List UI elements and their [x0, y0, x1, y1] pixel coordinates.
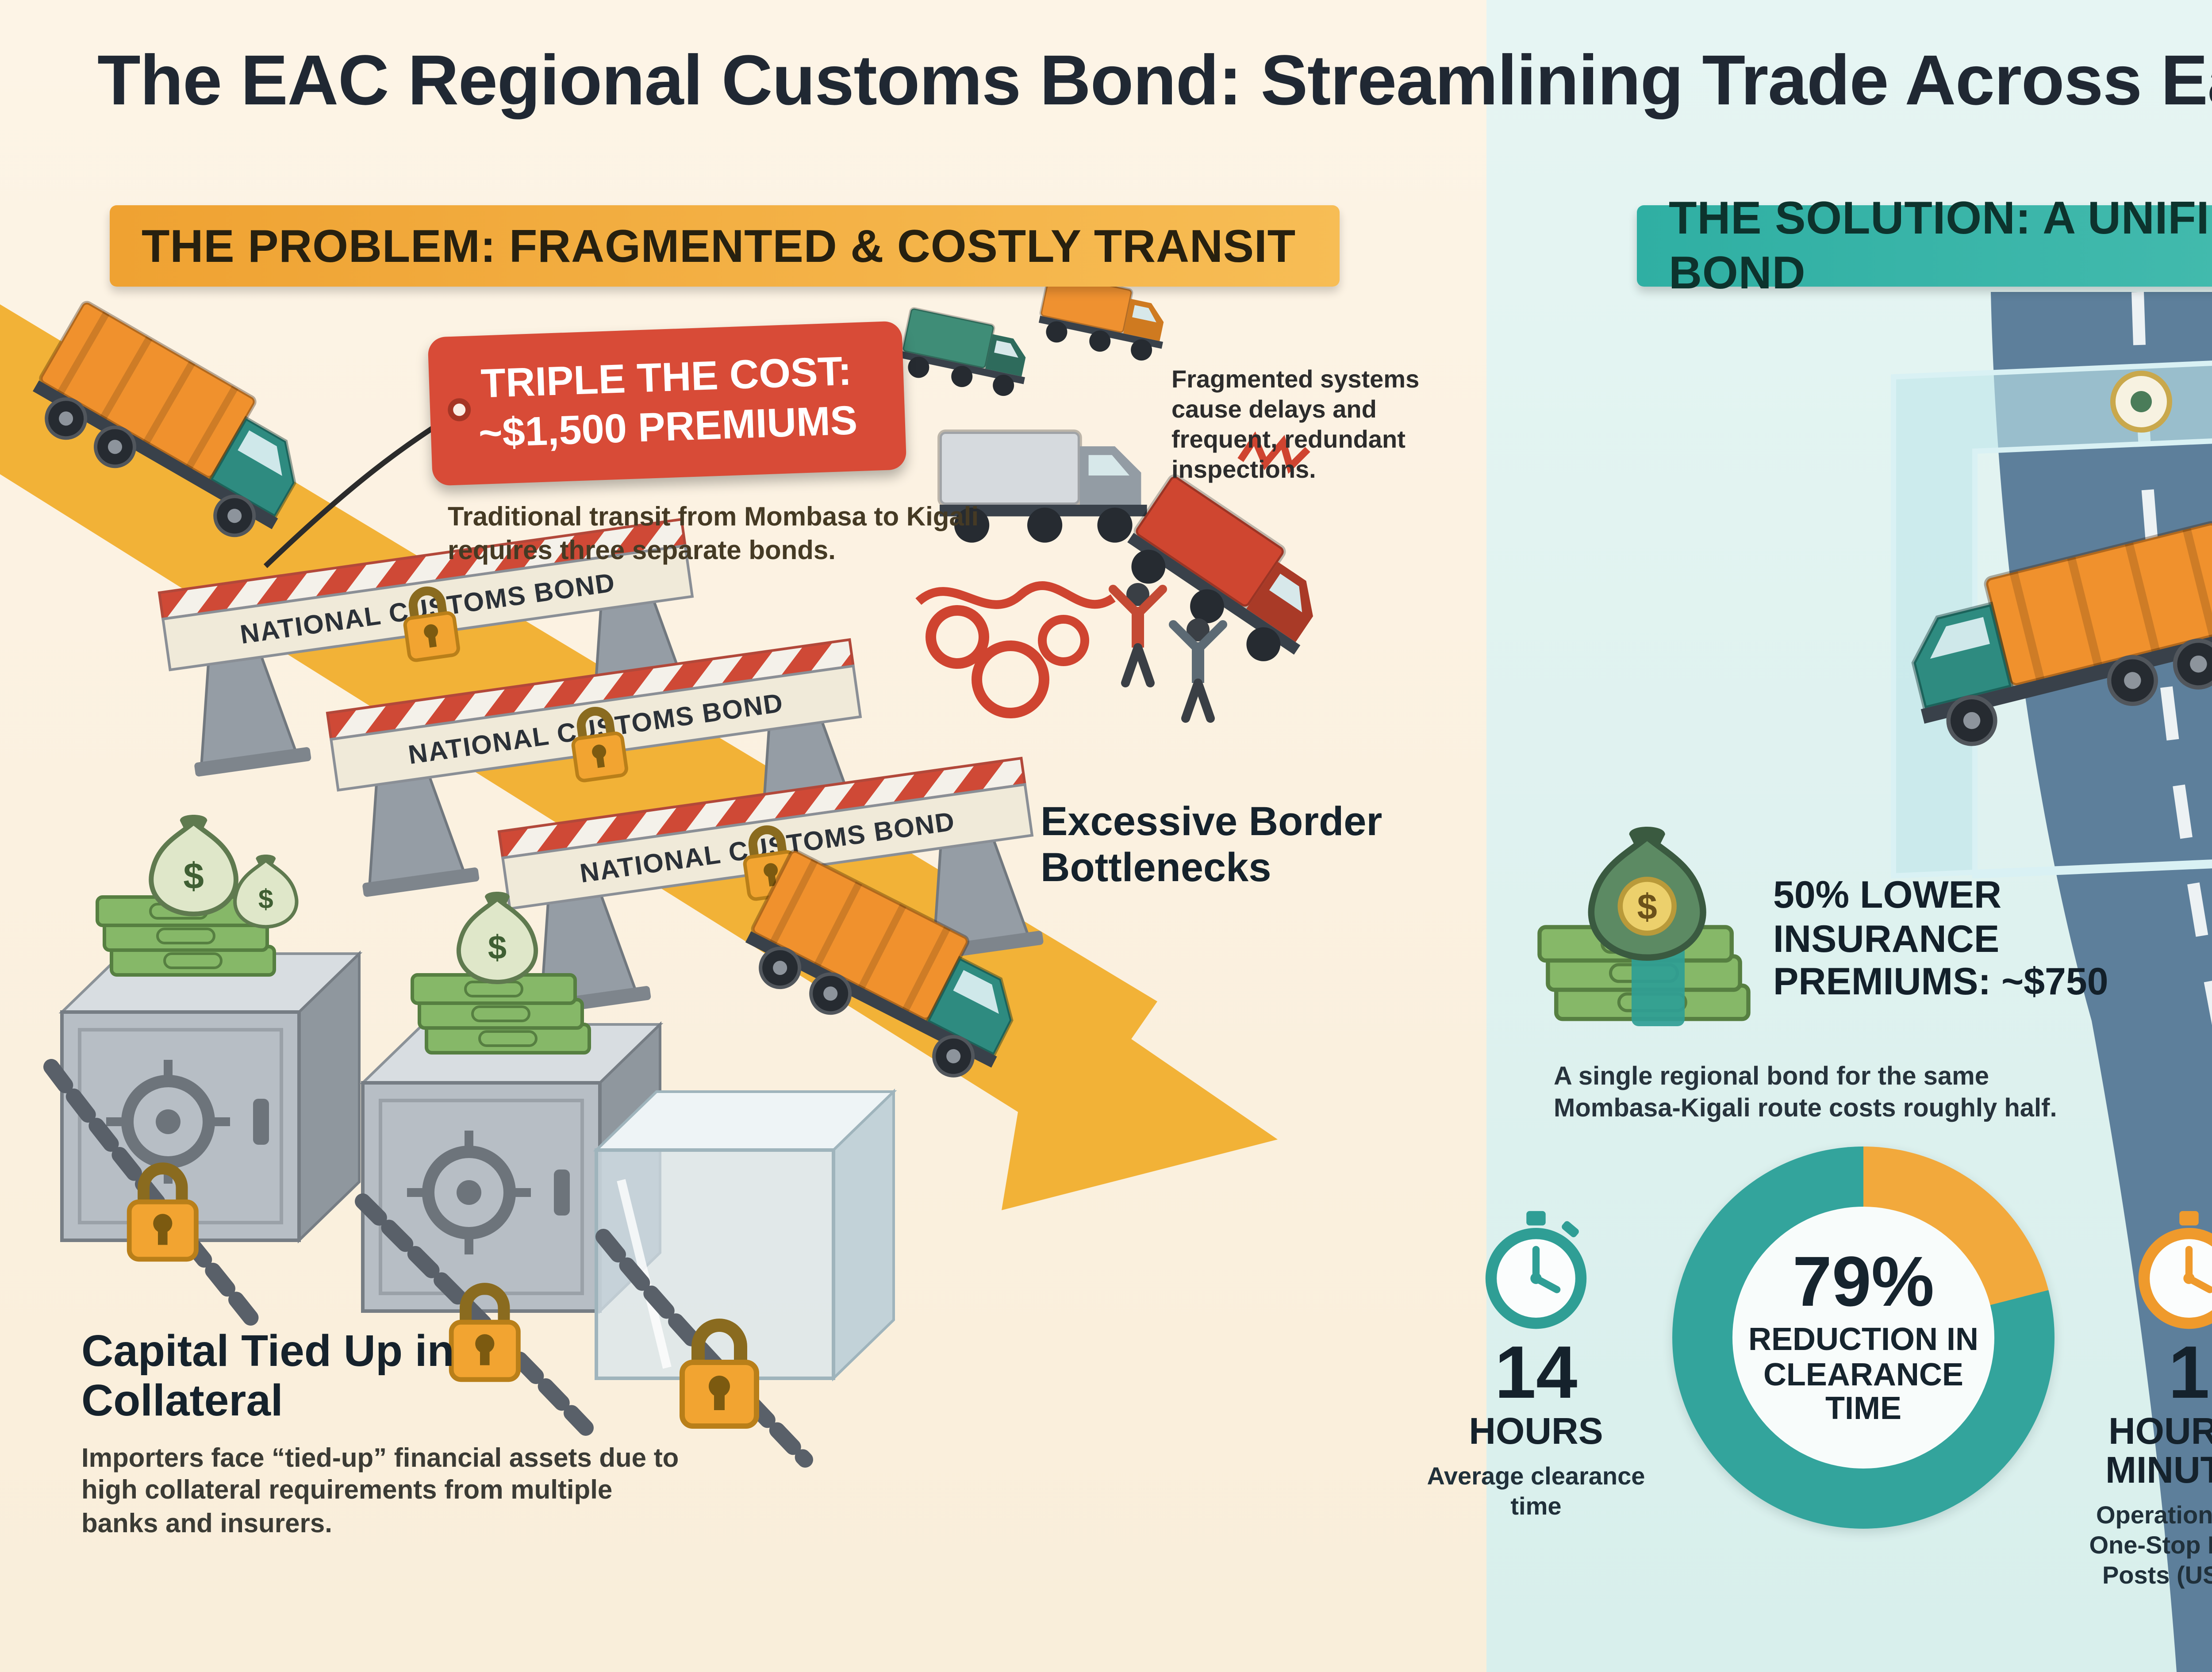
chain-icon-1 [43, 1059, 265, 1333]
road-centerline [2131, 291, 2212, 1026]
glass-vault-icon [593, 1088, 897, 1382]
stat-after-unit: HOUR 18 MINUTES [2105, 1412, 2212, 1492]
problem-header-label: THE PROBLEM: FRAGMENTED & COSTLY TRANSIT [142, 219, 1296, 272]
money-bag-icon-3: $ [459, 892, 536, 982]
collateral-heading: Capital Tied Up in Collateral [81, 1327, 454, 1426]
solution-header-label: THE SOLUTION: A UNIFIED EAC REGIONAL BON… [1669, 191, 2212, 299]
money-bag-icon-2: $ [235, 855, 296, 927]
solution-road-scene [1522, 291, 2212, 1672]
red-tape-icon [915, 581, 1116, 718]
collateral-body: Importers face “tied-up” financial asset… [81, 1444, 679, 1539]
solution-header-banner: THE SOLUTION: A UNIFIED EAC REGIONAL BON… [1637, 191, 2212, 299]
stat-before-clearance: 14 HOURS Average clearance time [1419, 1210, 1653, 1521]
border-bottleneck-scene [894, 269, 1486, 723]
money-bag-icon-1: $ [151, 815, 236, 914]
stat-after-value: 1 [2168, 1331, 2210, 1414]
dollar-sign: $ [1637, 887, 1657, 927]
page-title: The EAC Regional Customs Bond: Streamlin… [97, 42, 2212, 120]
problem-header-banner: THE PROBLEM: FRAGMENTED & COSTLY TRANSIT [110, 205, 1340, 287]
trade-chart-footnote: *Reflects boost from DRC admission [2159, 1624, 2212, 1653]
road-arrowhead-icon [1002, 977, 1278, 1210]
queued-truck-icon-4 [1113, 474, 1340, 676]
bottleneck-heading: Excessive Border Bottlenecks [1041, 798, 1382, 890]
dollar-sign: $ [488, 929, 507, 966]
frustration-scribble-icon [1237, 431, 1310, 474]
stat-after-caption: Operationalized One-Stop Border Posts (U… [2089, 1500, 2212, 1588]
price-tag: TRIPLE THE COST: ~$1,500 PREMIUMS [427, 321, 907, 486]
price-tag-hole-icon [447, 398, 472, 422]
queued-truck-icon-1 [897, 308, 1034, 400]
clearance-reduction-label: REDUCTION IN CLEARANCE TIME [1748, 1322, 1978, 1427]
person-icon-1 [1109, 583, 1167, 687]
chain-icon-2 [355, 1193, 594, 1436]
stopwatch-icon-orange [2138, 1210, 2212, 1331]
collateral-scene: $ $ $ [43, 805, 897, 1468]
stat-before-unit: HOURS [1469, 1412, 1603, 1453]
money-bag-icon-premium: $ [1591, 827, 1703, 958]
stat-before-value: 14 [1494, 1331, 1578, 1414]
stat-before-caption: Average clearance time [1427, 1461, 1645, 1520]
clearance-donut-center: 79% REDUCTION IN CLEARANCE TIME [1732, 1207, 1994, 1469]
dollar-sign: $ [183, 855, 204, 897]
stat-after-clearance: 1 HOUR 18 MINUTES Operationalized One-St… [2070, 1210, 2212, 1590]
premiums-heading: 50% LOWER INSURANCE PREMIUMS: ~$750 [1773, 874, 2108, 1004]
eac-emblem-center [2131, 391, 2152, 412]
stopwatch-icon-teal [1485, 1210, 1587, 1331]
safe-icon-1 [58, 950, 363, 1244]
price-caption: Traditional transit from Mombasa to Kiga… [448, 502, 979, 566]
clearance-reduction-percent: 79% [1792, 1244, 1935, 1323]
cash-stack-icon-2 [412, 975, 589, 1053]
person-icon-2 [1169, 618, 1227, 723]
bottleneck-caption: Fragmented systems cause delays and freq… [1171, 364, 1420, 483]
premiums-caption: A single regional bond for the same Momb… [1554, 1063, 2057, 1124]
dollar-sign: $ [258, 884, 273, 914]
insurance-savings-icon: $ [1525, 817, 1773, 1026]
